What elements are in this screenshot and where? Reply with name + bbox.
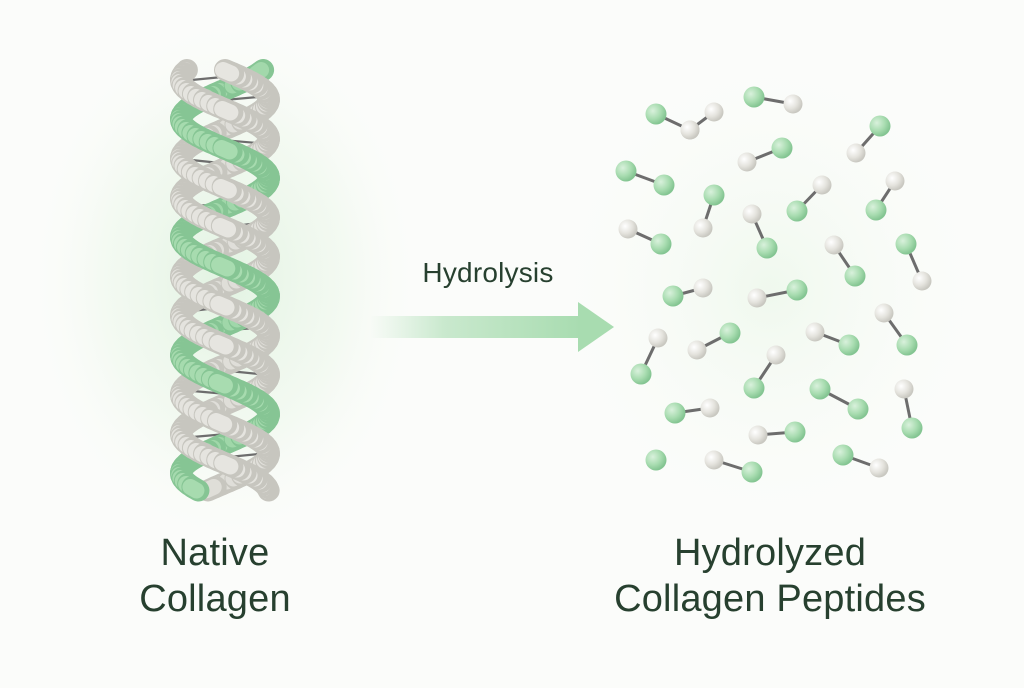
amino-acid-white (694, 219, 713, 238)
helix-strand-white-a (221, 187, 229, 191)
amino-acid-white (870, 459, 889, 478)
helix-strand-green (219, 265, 227, 269)
amino-acid-white (767, 346, 786, 365)
helix-strand-green (217, 382, 225, 386)
helix-strand-white-b (222, 463, 230, 467)
amino-acid-green (704, 185, 725, 206)
amino-acid-white (694, 279, 713, 298)
native-collagen-label: Native Collagen (90, 530, 340, 622)
amino-acid-green (631, 364, 652, 385)
amino-acid-white (895, 380, 914, 399)
helix-strand-green (190, 487, 196, 491)
amino-acid-green (663, 286, 684, 307)
amino-acid-green (757, 238, 778, 259)
amino-acid-green (845, 266, 866, 287)
native-label-line1: Native (90, 530, 340, 576)
amino-acid-green (848, 399, 869, 420)
amino-acid-green (646, 450, 667, 471)
amino-acid-white (701, 399, 720, 418)
amino-acid-green (665, 403, 686, 424)
helix-strand-white-b (222, 109, 230, 113)
amino-acid-green (787, 201, 808, 222)
amino-acid-green (720, 323, 741, 344)
amino-acid-white (705, 451, 724, 470)
native-label-line2: Collagen (90, 576, 340, 622)
amino-acid-green (810, 379, 831, 400)
amino-acid-green (772, 138, 793, 159)
amino-acid-white (705, 103, 724, 122)
peptides-glow (540, 40, 1000, 540)
amino-acid-white (913, 272, 932, 291)
helix-strand-white-b (220, 226, 228, 230)
amino-acid-white (784, 95, 803, 114)
amino-acid-green (839, 335, 860, 356)
amino-acid-white (813, 176, 832, 195)
amino-acid-green (785, 422, 806, 443)
amino-acid-green (870, 116, 891, 137)
amino-acid-green (646, 104, 667, 125)
amino-acid-white (649, 329, 668, 348)
amino-acid-white (806, 323, 825, 342)
amino-acid-white (681, 121, 700, 140)
amino-acid-green (616, 161, 637, 182)
amino-acid-green (896, 234, 917, 255)
amino-acid-white (743, 205, 762, 224)
amino-acid-white (825, 236, 844, 255)
peptides-label-line1: Hydrolyzed (560, 530, 980, 576)
helix-strand-white-a (223, 70, 231, 74)
amino-acid-green (651, 234, 672, 255)
amino-acid-green (902, 418, 923, 439)
helix-strand-white-a (218, 304, 226, 308)
amino-acid-white (619, 220, 638, 239)
helix-strand-green (221, 148, 229, 152)
amino-acid-white (748, 289, 767, 308)
helix-strand-white-b (218, 343, 226, 347)
amino-acid-white (886, 172, 905, 191)
helix-strands (179, 70, 269, 491)
amino-acid-green (866, 200, 887, 221)
amino-acid-green (787, 280, 808, 301)
helix-strand-white-a (216, 421, 224, 425)
amino-acid-white (688, 341, 707, 360)
collagen-triple-helix (179, 70, 269, 491)
hydrolyzed-peptides-label: Hydrolyzed Collagen Peptides (560, 530, 980, 622)
amino-acid-green (742, 462, 763, 483)
peptide-fragment (646, 450, 667, 471)
amino-acid-green (897, 335, 918, 356)
peptides-label-line2: Collagen Peptides (560, 576, 980, 622)
amino-acid-white (738, 153, 757, 172)
amino-acid-green (744, 87, 765, 108)
arrow-shaft (370, 316, 582, 338)
amino-acid-white (749, 426, 768, 445)
hydrolysis-label: Hydrolysis (368, 256, 608, 290)
amino-acid-white (875, 304, 894, 323)
amino-acid-green (654, 175, 675, 196)
amino-acid-green (744, 378, 765, 399)
amino-acid-white (847, 144, 866, 163)
amino-acid-green (833, 445, 854, 466)
